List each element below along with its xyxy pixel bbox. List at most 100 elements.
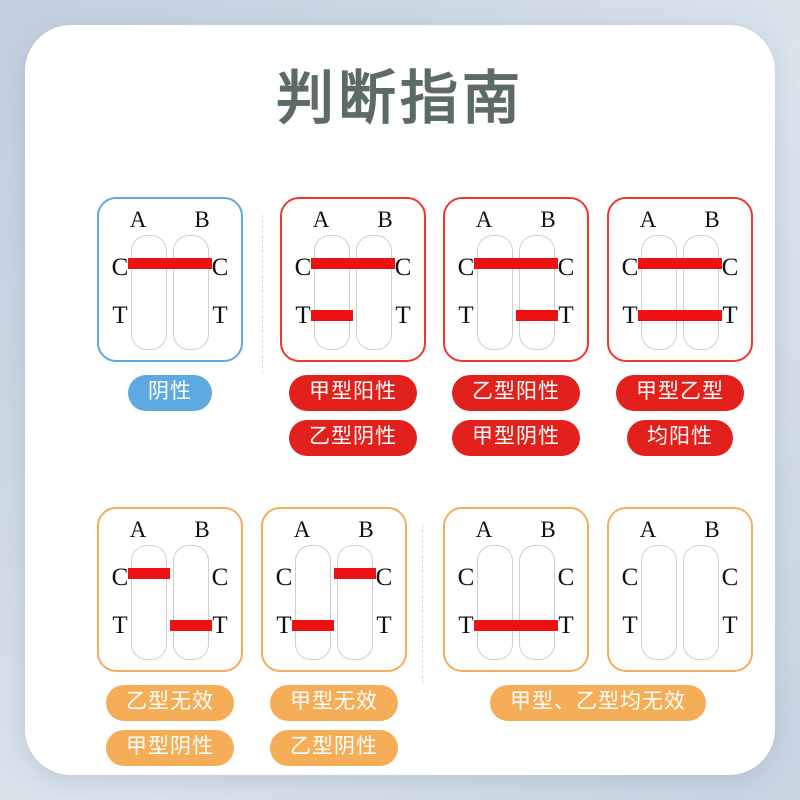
left-t-label: T: [458, 612, 474, 639]
left-t-label: T: [622, 302, 638, 329]
window-b: [334, 545, 376, 660]
cassette-card: A B C T C T: [443, 507, 589, 672]
window-a: [638, 235, 680, 350]
window-a-test-band: [292, 620, 334, 631]
cassette-body: A B C T C T: [263, 509, 405, 670]
shared-result-pill: 甲型、乙型均无效: [490, 685, 706, 722]
window-b: [680, 235, 722, 350]
result-pills: 甲型阳性 乙型阴性: [280, 375, 426, 457]
cassette-card: A B C T C T: [280, 197, 426, 362]
case-flu-b-positive: A B C T C T: [443, 197, 589, 457]
result-pill: 乙型阴性: [270, 730, 398, 767]
window-a-control-band: [311, 258, 353, 269]
cassette-body: A B C T C T: [99, 199, 241, 360]
window-b-test-band: [516, 620, 558, 631]
left-c-label: C: [621, 254, 639, 281]
window-b-label: B: [704, 517, 720, 542]
window-b-label: B: [358, 517, 374, 542]
left-c-label: C: [621, 564, 639, 591]
result-pill: 甲型阳性: [289, 375, 417, 412]
shared-result-pills: 甲型、乙型均无效: [443, 685, 753, 722]
window-a-label: A: [312, 207, 330, 232]
result-pills: 甲型无效 乙型阴性: [261, 685, 407, 767]
cassette-card: A B C T C T: [607, 197, 753, 362]
window-b-label: B: [377, 207, 393, 232]
window-a-test-band: [638, 310, 680, 321]
left-c-label: C: [294, 254, 312, 281]
right-ct-labels: C T: [390, 255, 416, 329]
right-t-label: T: [722, 302, 738, 329]
window-b-control-band: [334, 568, 376, 579]
window-b-label: B: [194, 207, 210, 232]
result-pill: 乙型无效: [106, 685, 234, 722]
window-a-label: A: [293, 517, 311, 542]
case-both-invalid-blank: A B C T C T: [607, 507, 753, 672]
cassette-body: A B C T C T: [609, 509, 751, 670]
right-t-label: T: [395, 302, 411, 329]
left-ct-labels: C T: [107, 565, 133, 639]
window-titles: A B: [609, 517, 751, 543]
window-a-control-band: [638, 258, 680, 269]
left-c-label: C: [111, 564, 129, 591]
window-a-label: A: [639, 517, 657, 542]
right-t-label: T: [376, 612, 392, 639]
result-pill: 甲型乙型: [616, 375, 744, 412]
left-t-label: T: [276, 612, 292, 639]
result-windows: [263, 545, 405, 660]
window-a-label: A: [639, 207, 657, 232]
result-pill: 阴性: [128, 375, 212, 412]
left-t-label: T: [112, 302, 128, 329]
right-c-label: C: [394, 254, 412, 281]
result-pills: 阴性: [97, 375, 243, 412]
result-pill: 乙型阴性: [289, 420, 417, 457]
window-b-test-band: [680, 310, 722, 321]
left-ct-labels: C T: [453, 255, 479, 329]
cassette-card: A B C T C T: [97, 507, 243, 672]
window-a-control-band: [128, 568, 170, 579]
window-titles: A B: [445, 207, 587, 233]
window-b: [170, 545, 212, 660]
guide-panel: 判断指南 A B C T C T: [25, 25, 775, 775]
right-ct-labels: C T: [553, 565, 579, 639]
left-t-label: T: [295, 302, 311, 329]
window-b-label: B: [540, 517, 556, 542]
cassette-body: A B C T C T: [99, 509, 241, 670]
right-ct-labels: C T: [207, 255, 233, 329]
result-windows: [99, 235, 241, 350]
right-c-label: C: [211, 254, 229, 281]
result-pills: 乙型无效 甲型阴性: [97, 685, 243, 767]
case-flu-a-positive: A B C T C T: [280, 197, 426, 457]
right-c-label: C: [211, 564, 229, 591]
right-ct-labels: C T: [717, 255, 743, 329]
result-windows: [99, 545, 241, 660]
window-a-label: A: [129, 207, 147, 232]
result-windows: [282, 235, 424, 350]
window-titles: A B: [445, 517, 587, 543]
window-a: [128, 545, 170, 660]
window-a: [641, 545, 677, 660]
window-b-label: B: [704, 207, 720, 232]
window-b: [353, 235, 395, 350]
result-pills: 甲型乙型 均阳性: [607, 375, 753, 457]
result-pill: 均阳性: [627, 420, 733, 457]
cassette-card: A B C T C T: [97, 197, 243, 362]
right-ct-labels: C T: [553, 255, 579, 329]
window-titles: A B: [99, 517, 241, 543]
right-ct-labels: C T: [371, 565, 397, 639]
window-a: [474, 235, 516, 350]
right-c-label: C: [721, 564, 739, 591]
right-c-label: C: [557, 564, 575, 591]
cassette-body: A B C T C T: [609, 199, 751, 360]
cassette-card: A B C T C T: [443, 197, 589, 362]
left-ct-labels: C T: [107, 255, 133, 329]
window-b: [516, 235, 558, 350]
result-pill: 甲型无效: [270, 685, 398, 722]
right-t-label: T: [212, 302, 228, 329]
right-c-label: C: [557, 254, 575, 281]
result-pill: 乙型阳性: [452, 375, 580, 412]
left-c-label: C: [275, 564, 293, 591]
result-windows: [609, 545, 751, 660]
window-b-control-band: [353, 258, 395, 269]
left-c-label: C: [457, 254, 475, 281]
case-flu-b-invalid: A B C T C T: [97, 507, 243, 767]
